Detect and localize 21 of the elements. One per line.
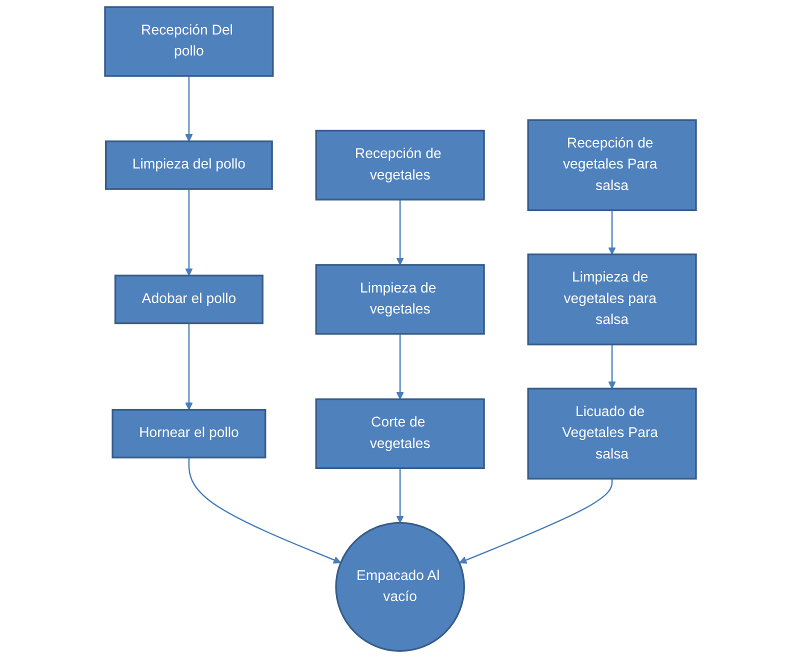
node-box: Recepción Del pollo (104, 6, 274, 77)
arrow (396, 468, 404, 524)
arrow (185, 323, 193, 410)
arrow (185, 189, 193, 276)
arrow (188, 458, 342, 564)
node-box: Limpieza de vegetales (315, 264, 485, 335)
arrow (608, 210, 616, 255)
node-box: Limpieza del pollo (105, 140, 273, 190)
arrow (396, 334, 404, 400)
arrow (608, 344, 616, 389)
node-circle: Empacado Al vacío (335, 522, 465, 652)
node-box: Limpieza de vegetales para salsa (527, 253, 697, 346)
node-box: Adobar el pollo (114, 274, 264, 324)
arrow (459, 478, 613, 564)
node-box: Recepción de vegetales Para salsa (527, 119, 697, 212)
arrow (185, 76, 193, 142)
node-box: Corte de vegetales (315, 398, 485, 469)
node-box: Recepción de vegetales (315, 130, 485, 200)
arrow (396, 200, 404, 266)
node-box: Licuado de Vegetales Para salsa (527, 388, 697, 480)
node-box: Hornear el pollo (112, 408, 266, 458)
